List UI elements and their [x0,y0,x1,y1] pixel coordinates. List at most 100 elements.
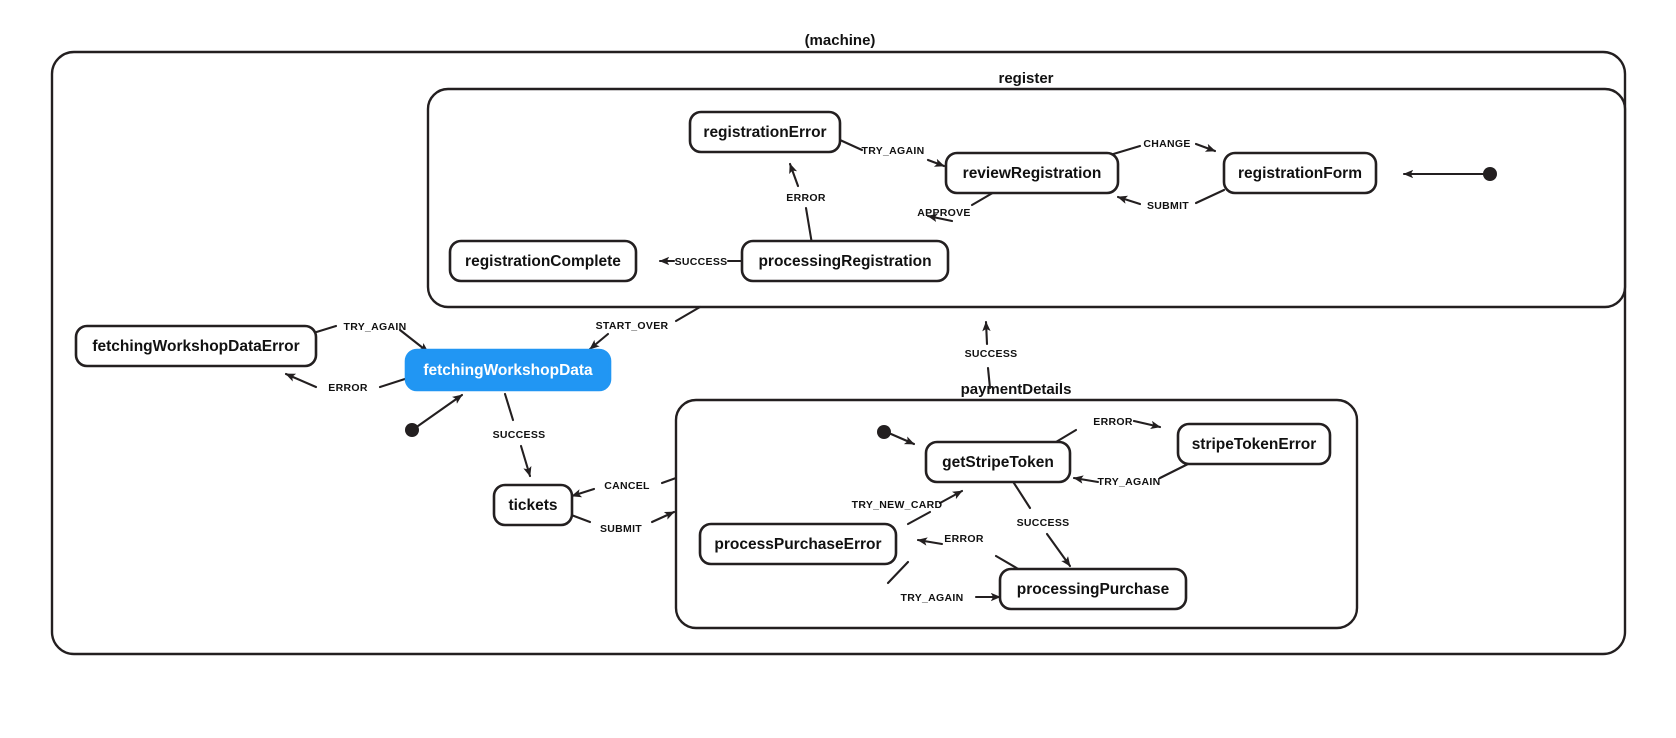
edge-path-arrow [570,487,596,498]
state-label: fetchingWorkshopDataError [92,338,299,355]
paymentdetails-container-label: paymentDetails [961,381,1072,398]
edge-path-arrow [398,328,430,354]
state-label: processingPurchase [1017,581,1170,598]
transition-registrationerror-to-reviewregistration: TRY_AGAIN [838,138,946,168]
transition-processpurchaseerror-to-processingpurchase: TRY_AGAIN [886,560,1002,604]
edge-label-try-new-card: TRY_NEW_CARD [852,499,943,511]
state-node-registrationComplete[interactable]: registrationComplete [448,239,638,283]
edge-path [804,206,814,246]
transition-processpurchaseerror-to-getstripetoken: TRY_NEW_CARD [852,489,964,526]
edge-label-success-register: SUCCESS [675,256,728,268]
transition-fetchingerror-to-fetching: TRY_AGAIN [308,321,430,354]
edge-path-arrow [916,537,944,546]
edge-label-submit-register: SUBMIT [1147,200,1189,212]
edge-path [1194,188,1226,205]
state-box[interactable] [924,440,1072,484]
edge-path-arrow [1045,532,1072,568]
edge-path [674,305,702,323]
edge-label-error-fetching: ERROR [328,382,368,394]
transition-getstripetoken-to-processingpurchase: SUCCESS [1010,478,1072,568]
edge-label-cancel: CANCEL [604,480,650,492]
transition-paymentdetails-to-tickets: CANCEL [570,476,678,498]
edge-path-arrow [1132,419,1162,430]
initial-marker-register [1402,167,1497,181]
state-box[interactable] [1176,422,1332,466]
state-node-tickets[interactable]: tickets [492,483,574,527]
edge-path [994,554,1022,572]
edge-path-arrow [1072,475,1100,484]
edge-path [1010,478,1032,510]
state-node-getStripeToken[interactable]: getStripeToken [924,440,1072,484]
state-node-reviewRegistration[interactable]: reviewRegistration [944,151,1120,195]
state-node-processingRegistration[interactable]: processingRegistration [740,239,950,283]
transition-fetching-to-fetchingerror: ERROR [284,372,410,394]
state-box[interactable] [740,239,950,283]
edge-label-start-over: START_OVER [596,320,669,332]
state-box[interactable] [998,567,1188,611]
state-node-fetchingWorkshopData[interactable]: fetchingWorkshopData [404,348,612,392]
state-box[interactable] [688,110,842,154]
edge-path [886,560,910,585]
state-node-stripeTokenError[interactable]: stripeTokenError [1176,422,1332,466]
edge-label-error-register: ERROR [786,192,826,204]
state-box[interactable] [492,483,574,527]
edge-path-arrow [519,444,532,478]
edge-label-success-purchase: SUCCESS [1017,517,1070,529]
state-label: fetchingWorkshopData [423,362,593,379]
initial-edge-machine [416,393,464,428]
state-node-processPurchaseError[interactable]: processPurchaseError [698,522,898,566]
edge-path-arrow [284,372,318,389]
edge-label-error-stripe: ERROR [1093,416,1133,428]
state-label: tickets [508,497,557,514]
edge-path [986,366,992,390]
state-label: processPurchaseError [714,536,881,553]
transition-paymentdetails-to-register: SUCCESS [965,320,1017,390]
state-box[interactable] [74,324,318,368]
edge-path-arrow [926,213,954,223]
state-box[interactable] [944,151,1120,195]
register-container-label: register [998,70,1053,87]
state-label: registrationError [703,124,826,141]
edge-label-change: CHANGE [1143,138,1190,150]
state-label: reviewRegistration [963,165,1102,182]
state-label: getStripeToken [942,454,1054,471]
edge-label-success-tickets: SUCCESS [493,429,546,441]
edge-path [838,138,864,152]
state-node-registrationForm[interactable]: registrationForm [1222,151,1378,195]
state-node-processingPurchase[interactable]: processingPurchase [998,567,1188,611]
edge-path [906,510,932,526]
edge-label-try-again-stripe: TRY_AGAIN [1098,476,1161,488]
transition-registrationform-to-reviewregistration: SUBMIT [1116,188,1226,212]
initial-dot-register [1483,167,1497,181]
state-box[interactable] [448,239,638,283]
state-box[interactable] [1222,151,1378,195]
initial-edge-paymentdetails [889,432,916,446]
edge-path [660,476,678,485]
state-label: processingRegistration [758,253,931,270]
edge-label-try-again-register: TRY_AGAIN [862,145,925,157]
edge-label-error-purchase: ERROR [944,533,984,545]
state-node-registrationError[interactable]: registrationError [688,110,842,154]
transition-processingregistration-to-registrationcomplete: SUCCESS [658,256,744,268]
transition-fetching-to-tickets: SUCCESS [493,392,546,478]
state-label: registrationComplete [465,253,621,270]
edge-path-arrow [788,162,800,188]
transition-register-to-fetching: START_OVER [588,305,702,351]
edge-path-arrow [588,332,610,351]
edge-path-arrow [650,510,676,524]
machine-container-label: (machine) [805,32,876,49]
edge-path-arrow [1116,195,1142,206]
edge-path-arrow [982,320,991,346]
edge-path-arrow [1194,142,1217,153]
initial-dot-machine [405,423,419,437]
state-label: stripeTokenError [1192,436,1317,453]
edge-label-approve: APPROVE [917,207,970,219]
initial-marker-machine [405,393,464,437]
edge-label-try-again-purchase: TRY_AGAIN [901,592,964,604]
edge-path-arrow [938,489,964,505]
state-node-fetchingWorkshopDataError[interactable]: fetchingWorkshopDataError [74,324,318,368]
state-box[interactable] [404,348,612,392]
state-box[interactable] [698,522,898,566]
